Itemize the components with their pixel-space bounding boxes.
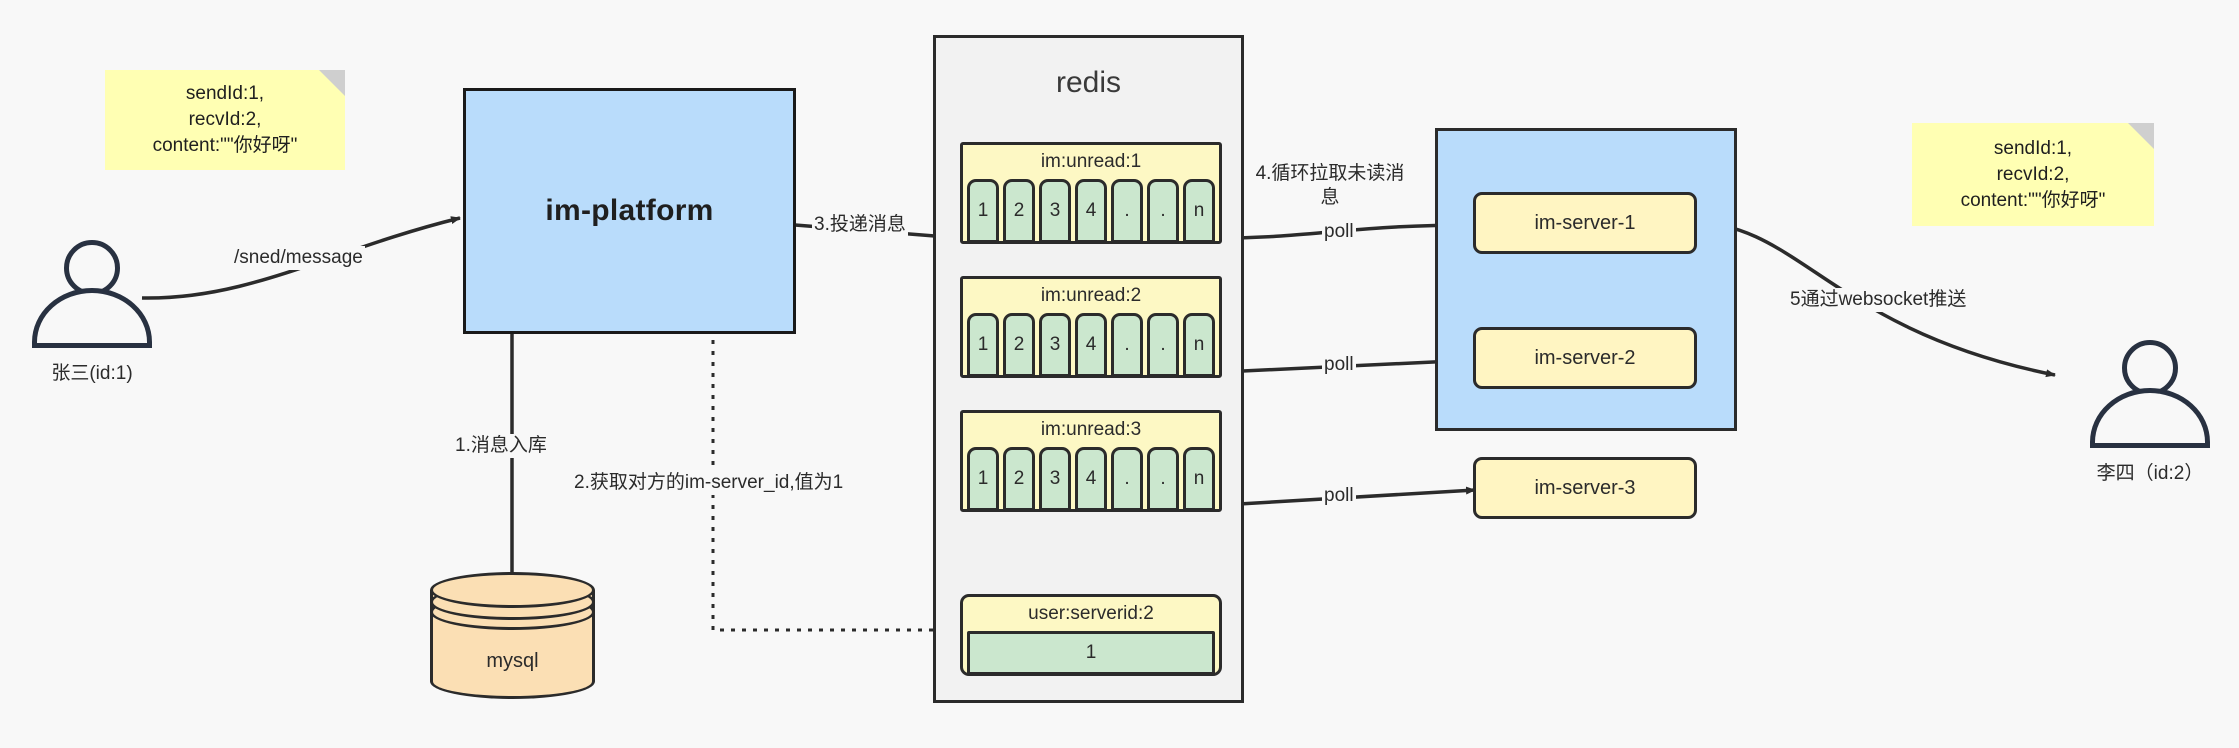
redis-key-header: im:unread:2 — [1040, 285, 1142, 306]
node-im-server-1[interactable]: im-server-1 — [1473, 192, 1697, 254]
redis-key-cells: 1 2 3 4 . . n — [963, 447, 1219, 515]
actor-sender: 张三(id:1) — [32, 240, 152, 390]
list-cell: 2 — [1003, 179, 1035, 243]
node-mysql[interactable]: mysql — [430, 572, 595, 699]
list-cell: n — [1183, 179, 1215, 243]
list-cell: n — [1183, 447, 1215, 511]
redis-key-im-unread-3[interactable]: im:unread:3 1 2 3 4 . . n — [960, 410, 1222, 512]
edge-label-step1: 1.消息入库 — [453, 434, 549, 458]
edge-label-poll-3: poll — [1322, 484, 1356, 508]
edge-sender-to-platform — [141, 216, 461, 300]
node-im-platform[interactable]: im-platform — [463, 88, 796, 334]
node-im-server-2[interactable]: im-server-2 — [1473, 327, 1697, 389]
redis-key-user-serverid-2[interactable]: user:serverid:2 1 — [960, 594, 1222, 676]
list-cell: 4 — [1075, 447, 1107, 511]
redis-key-header: im:unread:3 — [1040, 419, 1142, 440]
list-cell: 3 — [1039, 447, 1071, 511]
edge-label-step5: 5通过websocket推送 — [1788, 288, 1969, 312]
note-fold-icon — [2128, 123, 2154, 149]
edge-label-poll-2: poll — [1322, 353, 1356, 377]
note-right-text: sendId:1, recvId:2, content:""你好呀" — [1960, 137, 2106, 211]
redis-title: redis — [1055, 66, 1122, 99]
note-left-text: sendId:1, recvId:2, content:""你好呀" — [152, 83, 298, 156]
actor-receiver: 李四（id:2） — [2090, 340, 2210, 490]
mysql-label: mysql — [486, 650, 539, 672]
redis-key-cells: 1 2 3 4 . . n — [963, 313, 1219, 381]
list-cell: 1 — [967, 447, 999, 511]
redis-key-header: user:serverid:2 — [1028, 603, 1154, 624]
edge-label-poll-1: poll — [1322, 220, 1356, 244]
redis-key-value: 1 — [967, 631, 1215, 675]
edge-label-send-message: /sned/message — [232, 246, 365, 270]
actor-sender-label: 张三(id:1) — [51, 363, 133, 384]
im-platform-label: im-platform — [545, 194, 714, 227]
list-cell: 4 — [1075, 179, 1107, 243]
list-cell: 3 — [1039, 179, 1071, 243]
list-cell: . — [1147, 313, 1179, 377]
list-cell: 1 — [967, 313, 999, 377]
redis-key-header: im:unread:1 — [1040, 151, 1142, 172]
list-cell: . — [1147, 447, 1179, 511]
list-cell: . — [1111, 179, 1143, 243]
list-cell: 2 — [1003, 313, 1035, 377]
im-server-3-label: im-server-3 — [1534, 476, 1636, 499]
actor-receiver-label: 李四（id:2） — [2096, 463, 2204, 484]
note-left: sendId:1, recvId:2, content:""你好呀" — [105, 70, 345, 170]
list-cell: 4 — [1075, 313, 1107, 377]
user-body-icon — [32, 288, 152, 348]
list-cell: 2 — [1003, 447, 1035, 511]
list-cell: . — [1147, 179, 1179, 243]
list-cell: 3 — [1039, 313, 1071, 377]
mysql-ring-1 — [430, 572, 595, 608]
list-cell: n — [1183, 313, 1215, 377]
im-server-1-label: im-server-1 — [1534, 211, 1636, 234]
edge-label-step2: 2.获取对方的im-server_id,值为1 — [572, 471, 846, 495]
list-cell: . — [1111, 313, 1143, 377]
redis-key-cells: 1 2 3 4 . . n — [963, 179, 1219, 247]
redis-key-im-unread-2[interactable]: im:unread:2 1 2 3 4 . . n — [960, 276, 1222, 378]
user-body-icon — [2090, 388, 2210, 448]
node-im-server-3[interactable]: im-server-3 — [1473, 457, 1697, 519]
note-fold-icon — [319, 70, 345, 96]
redis-key-im-unread-1[interactable]: im:unread:1 1 2 3 4 . . n — [960, 142, 1222, 244]
note-right: sendId:1, recvId:2, content:""你好呀" — [1912, 123, 2154, 226]
edge-label-step4: 4.循环拉取未读消息 — [1252, 162, 1408, 210]
list-cell: . — [1111, 447, 1143, 511]
list-cell: 1 — [967, 179, 999, 243]
edge-serverid-to-platform — [709, 311, 955, 632]
edge-label-step3: 3.投递消息 — [812, 213, 908, 237]
im-server-2-label: im-server-2 — [1534, 346, 1636, 369]
